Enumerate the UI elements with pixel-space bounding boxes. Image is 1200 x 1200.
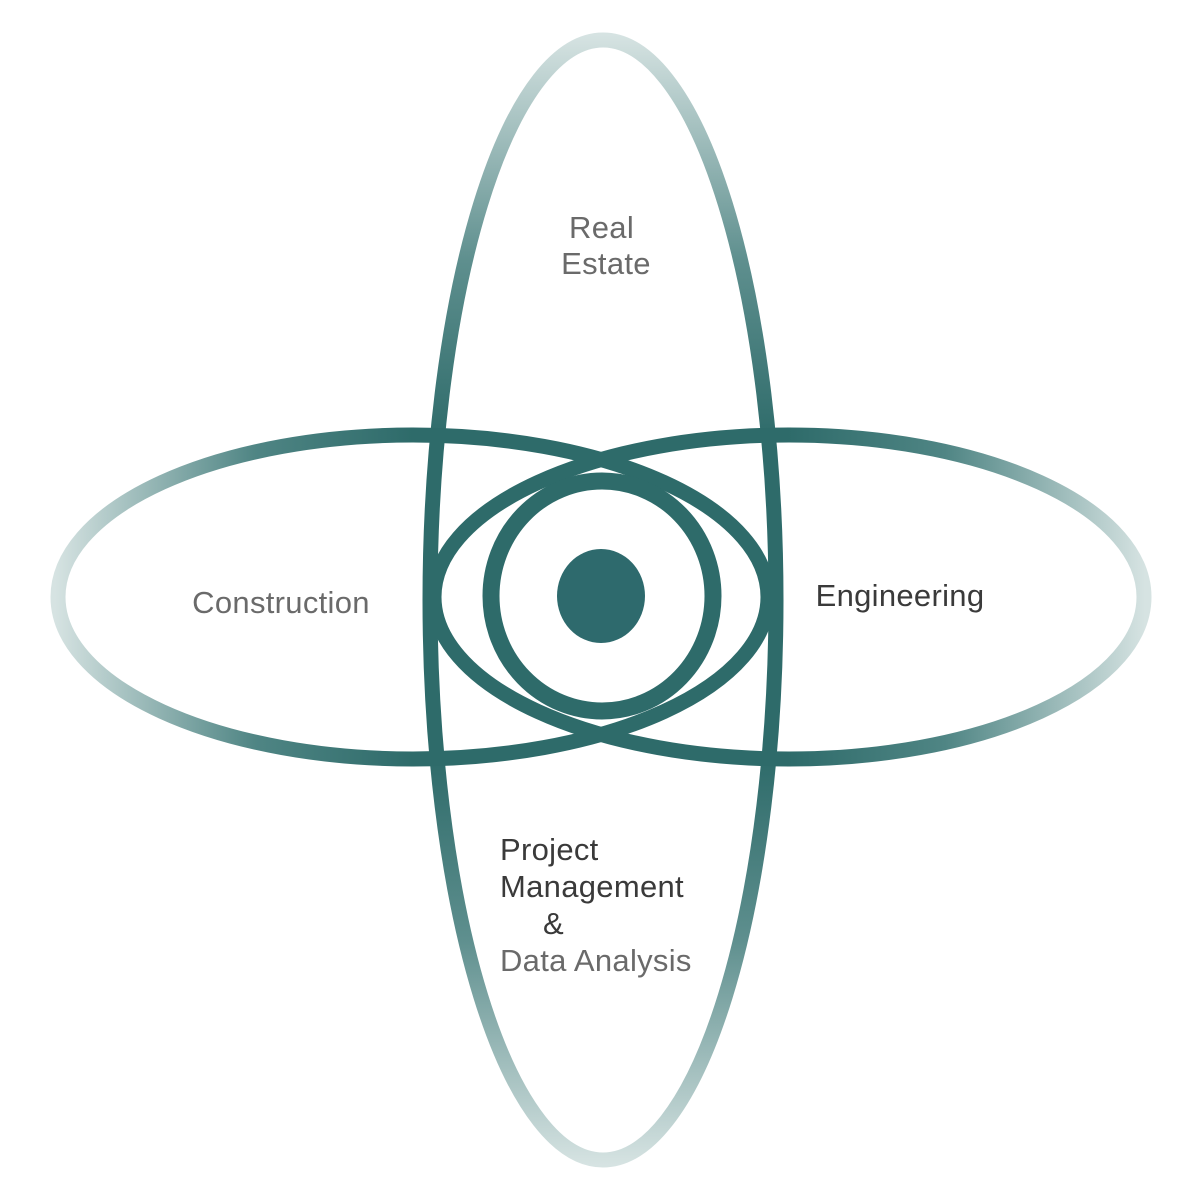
- ellipse-construction: [50, 427, 776, 767]
- label-pm-line3: &: [543, 906, 564, 941]
- label-real-estate-line1: Real: [569, 210, 634, 245]
- label-real-estate-line2: Estate: [561, 246, 651, 281]
- label-pm-line4: Data Analysis: [500, 943, 692, 978]
- label-pm-line1: Project: [500, 832, 599, 867]
- label-construction: Construction: [192, 585, 370, 620]
- label-real-estate: Real Estate: [561, 210, 651, 281]
- center-core: [557, 549, 645, 643]
- label-engineering: Engineering: [816, 578, 985, 613]
- label-pm-line2: Management: [500, 869, 684, 904]
- ellipse-engineering: [426, 427, 1152, 767]
- label-project-management: Project Management & Data Analysis: [500, 832, 693, 978]
- center-ring: [482, 472, 722, 720]
